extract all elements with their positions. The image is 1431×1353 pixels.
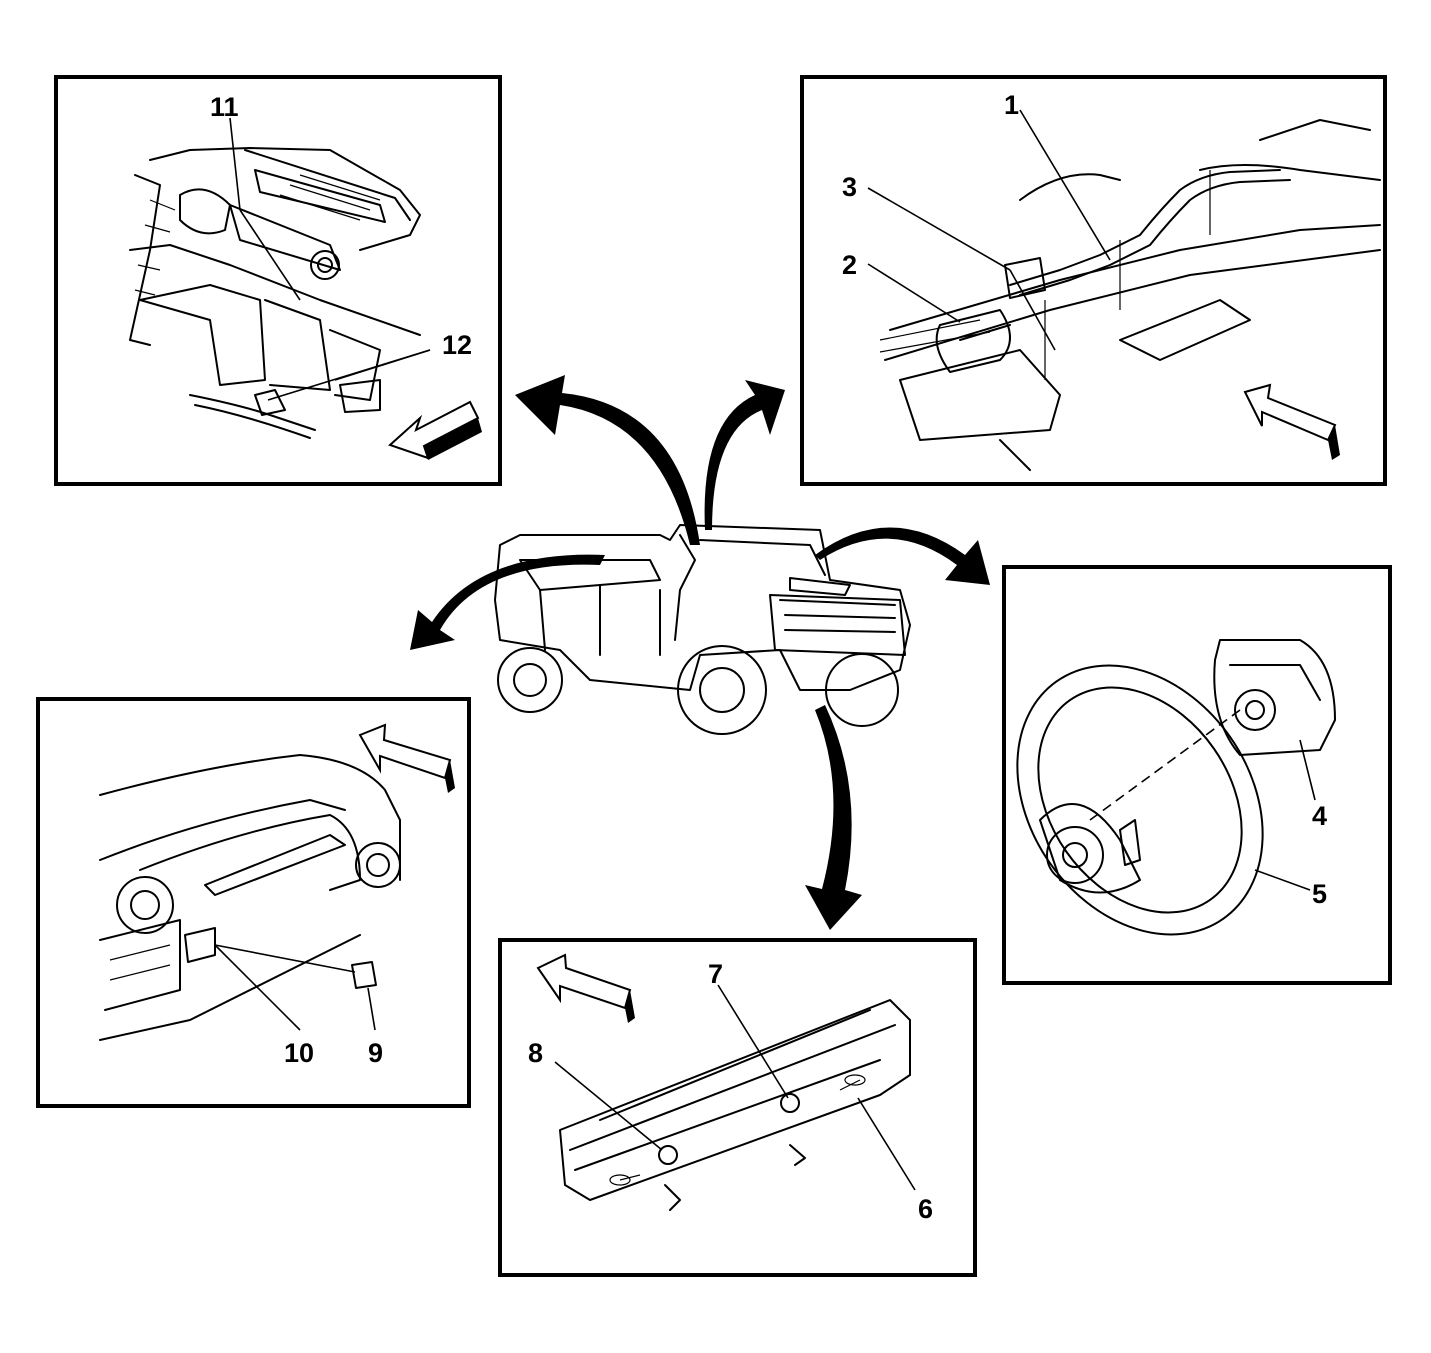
arrow-to-floor-panel bbox=[704, 380, 785, 530]
vehicle-illustration bbox=[494, 524, 911, 735]
direction-arrow-front-left bbox=[388, 400, 482, 460]
steering-wheel-illustration bbox=[1016, 639, 1336, 936]
callout-9: 9 bbox=[368, 1038, 383, 1068]
callout-labels: 1 2 3 4 5 6 7 8 9 10 11 12 bbox=[210, 90, 1327, 1224]
callout-8: 8 bbox=[528, 1038, 543, 1068]
instrument-panel-illustration bbox=[99, 754, 401, 1041]
callout-2: 2 bbox=[842, 250, 857, 280]
callout-11: 11 bbox=[210, 92, 239, 122]
callout-7: 7 bbox=[708, 959, 723, 989]
callout-3: 3 bbox=[842, 172, 857, 202]
callout-10: 10 bbox=[284, 1038, 314, 1068]
arrow-to-frame-rail-panel bbox=[805, 705, 862, 930]
direction-arrow-rear-bottom bbox=[536, 953, 635, 1023]
engine-compartment-illustration bbox=[129, 147, 421, 439]
callout-6: 6 bbox=[918, 1194, 933, 1224]
direction-arrow-rear-left bbox=[358, 723, 455, 793]
panel-engine-compartment bbox=[54, 75, 502, 486]
arrow-to-instrument-panel bbox=[410, 554, 605, 650]
arrow-to-steering-panel bbox=[815, 527, 990, 585]
callout-12: 12 bbox=[442, 330, 472, 360]
panel-instrument-panel bbox=[36, 697, 471, 1108]
arrow-to-engine-panel bbox=[515, 375, 700, 545]
panel-floor-module bbox=[800, 75, 1387, 486]
floor-module-illustration bbox=[879, 119, 1381, 471]
locator-arrows bbox=[410, 375, 990, 930]
callout-5: 5 bbox=[1312, 879, 1327, 909]
direction-arrow-front-right bbox=[1243, 383, 1340, 460]
callout-1: 1 bbox=[1004, 90, 1019, 120]
panel-frame-rail-sensors bbox=[498, 938, 977, 1277]
panel-steering-wheel bbox=[1002, 565, 1392, 985]
callout-4: 4 bbox=[1312, 801, 1327, 831]
frame-rail-illustration bbox=[559, 999, 911, 1211]
